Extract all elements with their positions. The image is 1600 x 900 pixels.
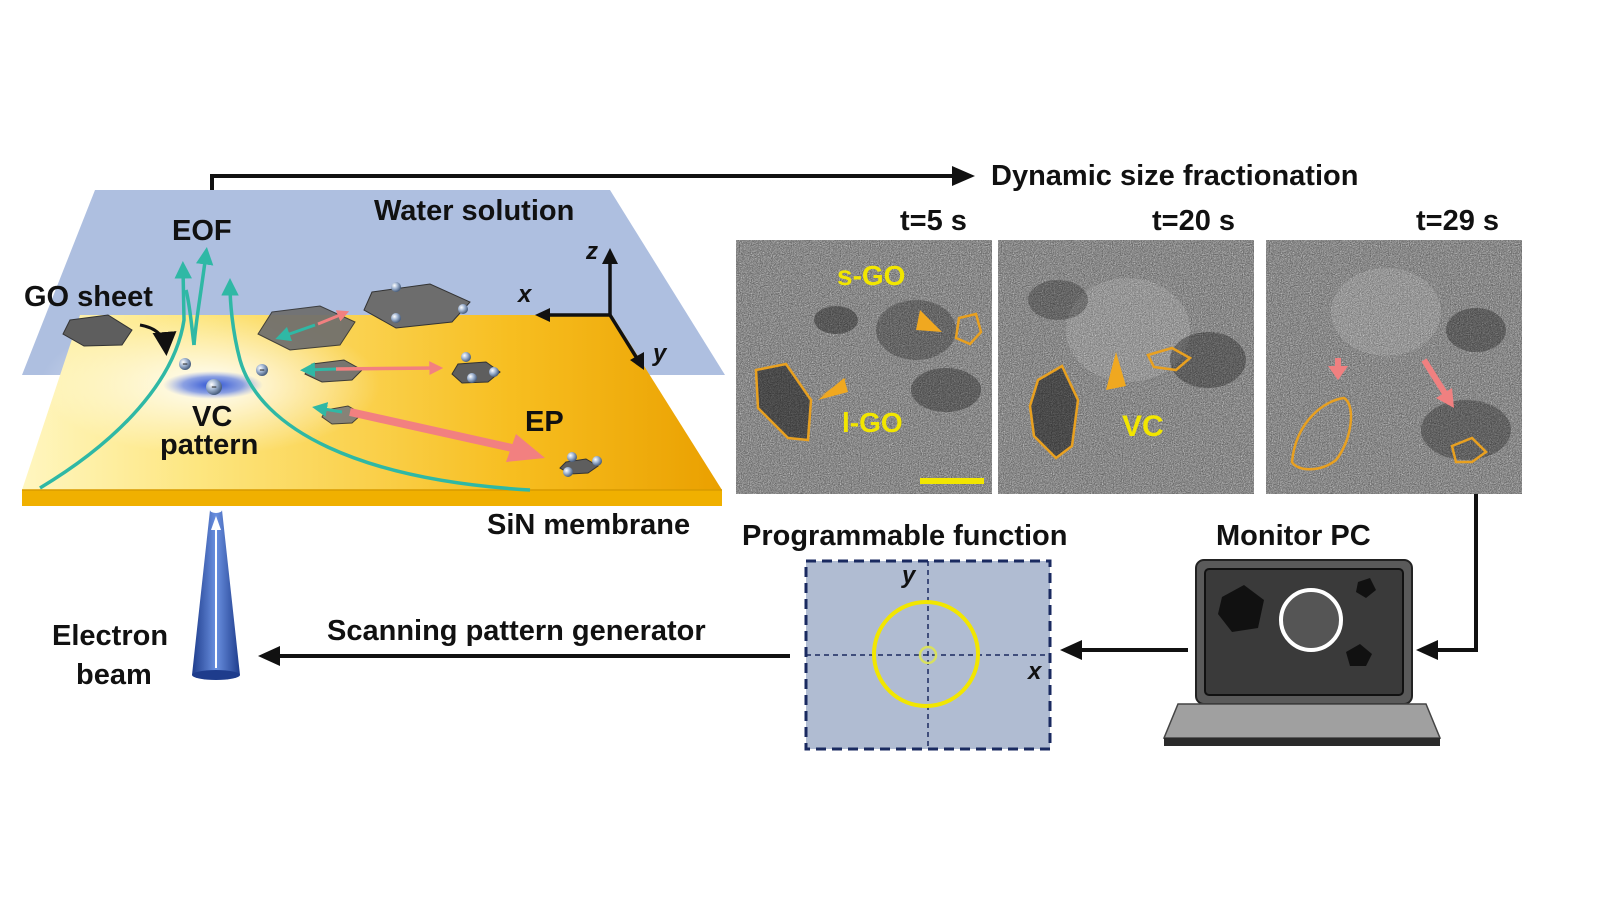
panel-1-annotation-s-go: s-GO <box>837 260 906 291</box>
eof-flow-curve-right <box>221 278 531 492</box>
axis-label-y: y <box>653 340 667 367</box>
panel-2-time: t=20 s <box>1152 205 1236 237</box>
ep-arrow <box>349 408 513 452</box>
monitor-pc-label: Monitor PC <box>1216 520 1371 552</box>
svg-text:−: − <box>182 359 187 369</box>
ions <box>179 282 602 477</box>
svg-text:−: − <box>211 382 216 392</box>
axis-label-x: x <box>518 281 532 308</box>
go-sheet-path-arrow <box>139 323 177 356</box>
tem-panel-1 <box>736 240 992 494</box>
flow-arrow-top <box>210 174 955 190</box>
eof-label: EOF <box>172 215 232 247</box>
dynamic-size-fractionation-label: Dynamic size fractionation <box>991 160 1359 192</box>
ep-label: EP <box>525 406 564 438</box>
function-axis-label-y: y <box>902 562 916 589</box>
water-solution-label: Water solution <box>374 195 575 227</box>
vc-pattern-label-line2: pattern <box>160 429 259 461</box>
panel-1-time: t=5 s <box>900 205 967 237</box>
programmable-function-label: Programmable function <box>742 520 1068 552</box>
sin-membrane-edge <box>22 490 722 506</box>
scanning-pattern-generator-label: Scanning pattern generator <box>327 615 706 647</box>
svg-text:−: − <box>259 365 264 375</box>
sin-membrane-label: SiN membrane <box>487 509 691 541</box>
monitor-pc-icon <box>1162 559 1442 746</box>
go-sheet-large-2 <box>363 283 471 329</box>
axis-label-z: z <box>586 238 598 265</box>
go-sheet-entering <box>62 314 133 347</box>
eof-flow-curve-left <box>39 261 192 490</box>
function-axis-label-x: x <box>1028 658 1042 685</box>
function-outer-ring <box>872 600 980 708</box>
electron-beam-label-line2: beam <box>76 659 152 691</box>
vc-pattern-label-line1: VC <box>192 401 233 433</box>
coordinate-axes <box>535 248 644 370</box>
panel-1-annotation-l-go: l-GO <box>842 407 903 438</box>
go-sheet-small-1 <box>451 361 501 384</box>
panel-3-time: t=29 s <box>1416 205 1500 237</box>
tem-panel-3 <box>1266 240 1522 494</box>
go-sheet-label: GO sheet <box>24 281 153 313</box>
panel-2-annotation-vc: VC <box>1122 410 1164 443</box>
function-inner-ring <box>918 645 938 665</box>
flow-arrow-right <box>1436 492 1478 652</box>
eof-flow-curve-center2 <box>184 289 196 346</box>
tem-panel-2 <box>998 240 1254 494</box>
electron-beam-label-line1: Electron <box>52 620 169 652</box>
